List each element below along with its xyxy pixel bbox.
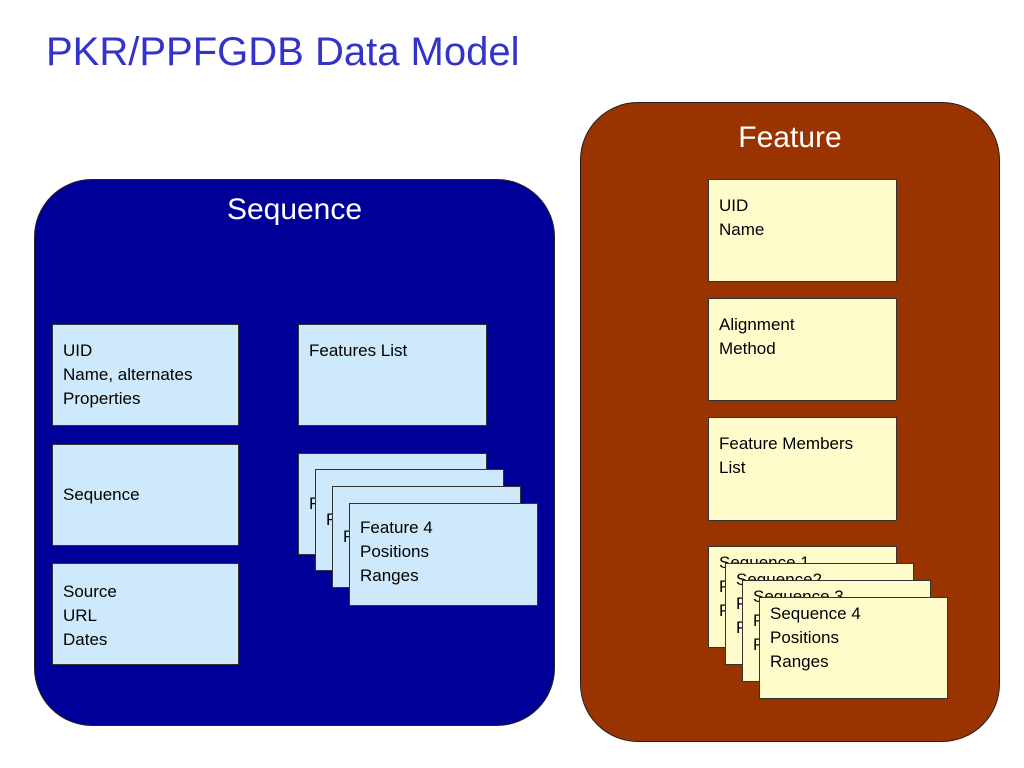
box-line: P (719, 599, 886, 623)
feature-identity-box: UID Name (708, 179, 897, 282)
box-line: Ranges (770, 652, 829, 671)
box-line: P (753, 633, 920, 657)
box-line: UID (63, 341, 93, 360)
sequence-identity-box: UID Name, alternates Properties (52, 324, 239, 426)
box-line: URL (63, 606, 98, 625)
box-line: Dates (63, 630, 108, 649)
box-line: Positions (770, 628, 839, 647)
box-line: Feature 4 (360, 518, 433, 537)
box-line: Ranges (360, 566, 419, 585)
box-line: UID (719, 196, 749, 215)
source-box: Source URL Dates (52, 563, 239, 665)
feature-card-4: Feature 4 Positions Ranges (349, 503, 538, 606)
box-line: F (309, 492, 476, 516)
box-line: Features List (309, 341, 408, 360)
box-line: Positions (360, 542, 429, 561)
box-line: P (719, 575, 886, 599)
box-line: Source (63, 582, 117, 601)
feature-members-box: Feature Members List (708, 417, 897, 521)
features-list-box: Features List (298, 324, 487, 426)
page-title: PKR/PPFGDB Data Model (46, 30, 520, 74)
box-line: P (753, 609, 920, 633)
box-line: List (719, 458, 746, 477)
box-line: Properties (63, 389, 141, 408)
box-line: Feature Members (719, 434, 854, 453)
sequence-panel-title: Sequence (226, 193, 363, 226)
box-line: Sequence 4 (770, 604, 861, 623)
sequence-card-4: Sequence 4 Positions Ranges (759, 597, 948, 699)
box-line: Sequence (63, 485, 140, 504)
box-line: P (736, 592, 903, 616)
box-line: F (326, 508, 493, 532)
box-line: F (343, 525, 510, 549)
sequence-data-box: Sequence (52, 444, 239, 546)
box-line: Name (719, 220, 765, 239)
alignment-box: Alignment Method (708, 298, 897, 401)
box-line: Method (719, 339, 776, 358)
box-line: P (736, 616, 903, 640)
box-line: Name, alternates (63, 365, 193, 384)
box-line: Alignment (719, 315, 795, 334)
feature-panel-title: Feature (738, 121, 842, 154)
